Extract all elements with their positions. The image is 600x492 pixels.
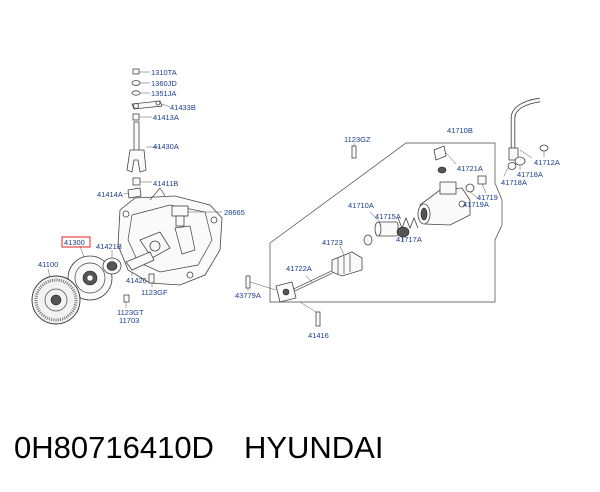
part-41430A[interactable] [126, 121, 160, 173]
part-28665[interactable] [171, 205, 222, 227]
part-41100-clutch-disc[interactable] [31, 268, 81, 325]
label-1123GT[interactable]: 1123GT [117, 308, 144, 317]
assembly-group-outline [269, 142, 503, 303]
label-41723[interactable]: 41723 [322, 238, 343, 247]
label-41413A[interactable]: 41413A [153, 113, 179, 122]
label-1123GZ[interactable]: 1123GZ [344, 135, 371, 144]
label-41719A[interactable]: 41719A [463, 200, 489, 209]
part-1310TA[interactable] [132, 68, 150, 75]
label-41722A[interactable]: 41722A [286, 264, 312, 273]
highlight-41300-box [61, 236, 91, 248]
part-41421B-release-bearing[interactable] [102, 250, 122, 275]
part-41712A-hydraulic-line[interactable] [508, 97, 541, 161]
label-41717A[interactable]: 41717A [396, 235, 422, 244]
part-41721A-boot[interactable] [437, 166, 447, 174]
part-41414A[interactable] [123, 187, 142, 199]
part-41717A[interactable] [396, 226, 410, 242]
label-41719[interactable]: 41719 [477, 193, 498, 202]
part-41721A[interactable] [433, 145, 457, 165]
part-41719[interactable] [477, 175, 487, 194]
label-41426[interactable]: 41426 [126, 276, 147, 285]
part-41426[interactable] [125, 251, 155, 276]
label-41416[interactable]: 41416 [308, 331, 329, 340]
part-clevis[interactable] [275, 281, 297, 303]
label-41414A[interactable]: 41414A [97, 190, 123, 199]
label-41100[interactable]: 41100 [38, 260, 58, 269]
brand-name: HYUNDAI [243, 430, 384, 465]
part-1123GT[interactable] [123, 294, 130, 308]
part-1360JD[interactable] [131, 80, 150, 86]
label-43779A[interactable]: 43779A [235, 291, 261, 300]
caption: 0H80716410D HYUNDAI [14, 430, 383, 474]
part-41718A-clip[interactable] [514, 156, 526, 170]
part-41718A-seal[interactable] [503, 162, 517, 177]
label-1123GF[interactable]: 1123GF [141, 288, 168, 297]
label-41715A[interactable]: 41715A [375, 212, 401, 221]
label-41421B[interactable]: 41421B [96, 242, 122, 251]
part-1351JA[interactable] [131, 90, 150, 96]
shift-lever-assembly [123, 68, 171, 199]
part-1123GF[interactable] [148, 273, 155, 287]
part-41722A-push-rod[interactable] [289, 270, 333, 294]
label-41710A[interactable]: 41710A [348, 201, 374, 210]
label-41411B[interactable]: 41411B [153, 179, 178, 188]
part-41433B[interactable] [131, 100, 171, 110]
label-41721A[interactable]: 41721A [457, 164, 483, 173]
part-labels: 1310TA 1360JD 1351JA 41433B 41413A 41430… [38, 68, 560, 340]
part-41719-clamp[interactable] [539, 144, 549, 157]
label-1360JD[interactable]: 1360JD [151, 79, 177, 88]
label-41718A-lower[interactable]: 41718A [501, 178, 527, 187]
label-1310TA[interactable]: 1310TA [151, 68, 177, 77]
part-1123GZ[interactable] [351, 143, 357, 159]
part-43779A-pin[interactable] [245, 275, 277, 291]
label-28665[interactable]: 28665 [224, 208, 245, 217]
part-number: 0H80716410D [14, 430, 214, 465]
part-41710B-cylinder-body[interactable] [417, 181, 471, 226]
part-41710A-seal[interactable] [363, 234, 373, 246]
label-1351JA[interactable]: 1351JA [151, 89, 176, 98]
label-41433B[interactable]: 41433B [170, 103, 196, 112]
label-41712A[interactable]: 41712A [534, 158, 560, 167]
label-41718A-upper[interactable]: 41718A [517, 170, 543, 179]
part-41723-boot[interactable] [331, 245, 363, 277]
label-11703[interactable]: 11703 [119, 316, 139, 325]
part-41416-clip[interactable] [299, 301, 321, 327]
part-41300-clutch-cover[interactable] [67, 245, 113, 301]
label-41430A[interactable]: 41430A [153, 142, 179, 151]
part-41719A[interactable] [465, 183, 481, 201]
exploded-parts-diagram: 1310TA 1360JD 1351JA 41433B 41413A 41430… [31, 68, 560, 340]
label-41300[interactable]: 41300 [64, 238, 85, 247]
label-41710B[interactable]: 41710B [447, 126, 473, 135]
transmission-housing[interactable] [117, 187, 223, 286]
part-41413A[interactable] [132, 113, 152, 121]
part-41411B[interactable] [132, 177, 152, 186]
